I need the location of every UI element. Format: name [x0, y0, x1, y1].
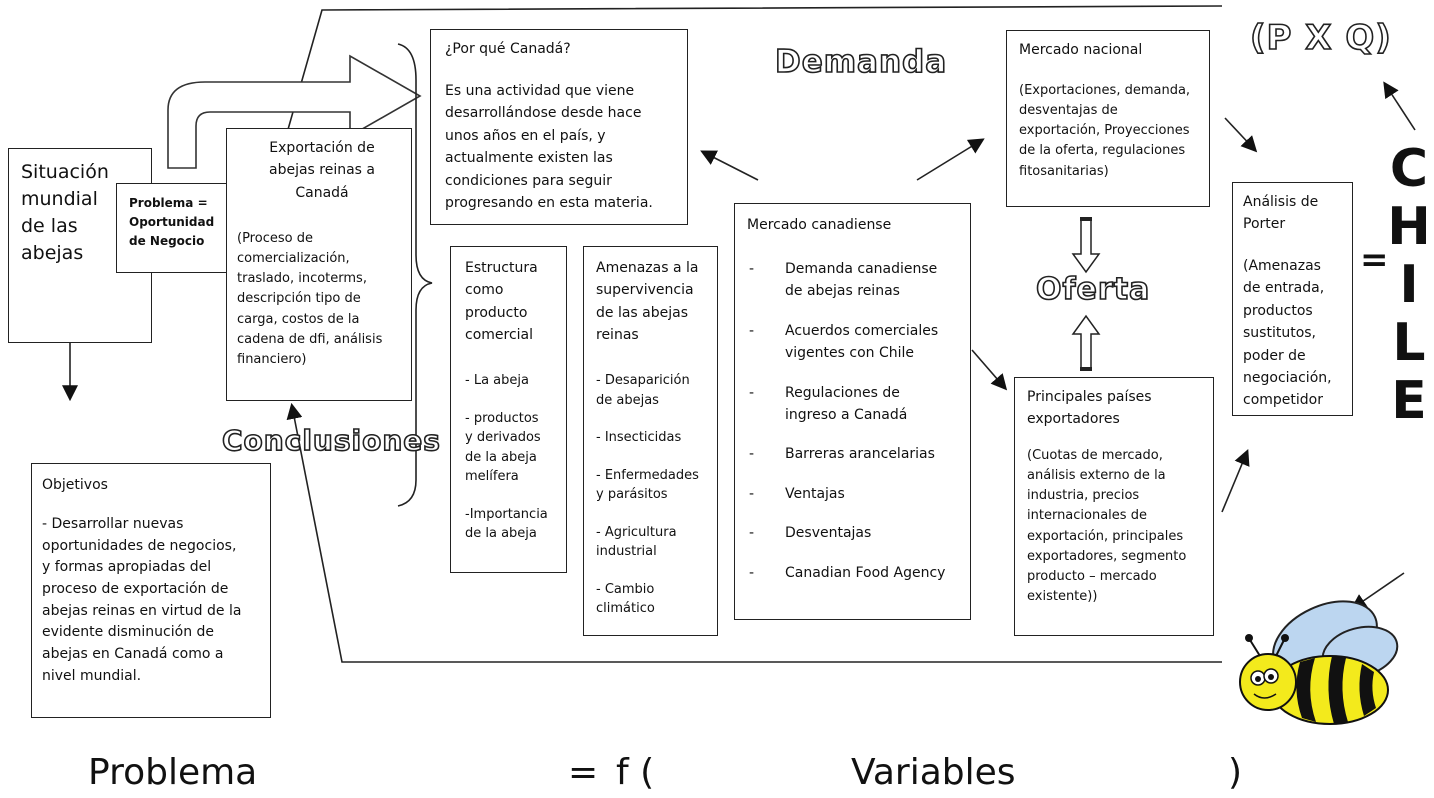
- chile-letter: H: [1387, 197, 1431, 257]
- estructura-title: Estructura como producto comercial: [465, 260, 538, 344]
- formula-equals: =: [568, 752, 599, 793]
- list-item: - Desaparición de abejas: [596, 373, 690, 408]
- equals-sign: =: [1360, 240, 1389, 280]
- left-brace: [397, 43, 433, 507]
- list-item: -Ventajas: [749, 485, 845, 502]
- principales-title: Principales países exportadores: [1027, 389, 1152, 428]
- porque-title: ¿Por qué Canadá?: [445, 41, 571, 57]
- list-item: -Regulaciones de ingreso a Canadá: [749, 384, 908, 423]
- mercado-nacional-title: Mercado nacional: [1019, 42, 1143, 58]
- list-item: -Acuerdos comerciales vigentes con Chile: [749, 322, 939, 362]
- arrow-to-pxq: [1383, 81, 1416, 131]
- chile-letter: E: [1391, 371, 1427, 431]
- formula-function: f (: [616, 752, 655, 793]
- chile-letter: I: [1399, 255, 1419, 315]
- amenazas-box: Amenazas a la supervivencia de las abeja…: [583, 246, 718, 636]
- porter-box: Análisis de Porter (Amenazas de entrada,…: [1232, 182, 1353, 416]
- list-item: - Agricultura industrial: [596, 524, 677, 560]
- oferta-up-cap: [1080, 367, 1092, 371]
- pxq-label: (P X Q): [1249, 17, 1392, 59]
- porter-title: Análisis de Porter: [1243, 194, 1319, 233]
- arrow-to-principales: [971, 349, 1008, 391]
- principales-box: Principales países exportadores (Cuotas …: [1014, 377, 1214, 636]
- formula-variables: Variables: [851, 752, 1016, 793]
- mercado-canadiense-title: Mercado canadiense: [747, 217, 892, 233]
- mercado-nacional-box: Mercado nacional (Exportaciones, demanda…: [1006, 30, 1210, 207]
- list-item: - Cambio climático: [596, 581, 655, 617]
- list-item: - productos y derivados de la abeja melí…: [465, 410, 541, 485]
- list-item: - Enfermedades y parásitos: [596, 467, 699, 503]
- arrow-to-bee: [1350, 572, 1405, 610]
- objetivos-title: Objetivos: [42, 477, 108, 493]
- list-item: -Canadian Food Agency: [749, 564, 946, 581]
- chile-letter: C: [1389, 139, 1429, 199]
- porter-body: (Amenazas de entrada, productos sustitut…: [1243, 258, 1332, 409]
- oferta-down-arrow: [1071, 219, 1101, 274]
- problema-box: Problema = Oportunidad de Negocio: [116, 183, 228, 273]
- oferta-down-cap: [1080, 217, 1092, 221]
- list-item: -Importancia de la abeja: [465, 506, 548, 542]
- big-curved-arrow: [167, 54, 422, 169]
- bee-illustration: [1239, 600, 1399, 725]
- problema-text: Problema = Oportunidad de Negocio: [129, 196, 215, 249]
- list-item: -Barreras arancelarias: [749, 446, 935, 463]
- mercado-canadiense-box: Mercado canadiense -Demanda canadiense d…: [734, 203, 971, 620]
- mercado-canadiense-list: -Demanda canadiense de abejas reinas -Ac…: [749, 258, 969, 601]
- arrow-to-porter-top: [1224, 117, 1258, 153]
- objetivos-box: Objetivos - Desarrollar nuevas oportunid…: [31, 463, 271, 718]
- arrow-to-porque: [700, 150, 759, 181]
- arrow-to-porter-bottom: [1221, 449, 1250, 513]
- estructura-items: - La abeja - productos y derivados de la…: [465, 371, 548, 562]
- mercado-nacional-body: (Exportaciones, demanda, desventajas de …: [1019, 83, 1191, 179]
- situacion-text: Situación mundial de las abejas: [21, 161, 109, 264]
- chile-vertical: C H I L E: [1385, 140, 1433, 430]
- principales-body: (Cuotas de mercado, análisis externo de …: [1027, 448, 1187, 604]
- oferta-up-arrow: [1071, 314, 1101, 369]
- chile-letter: L: [1392, 313, 1426, 373]
- conclusiones-label: Conclusiones: [221, 423, 441, 458]
- oferta-label: Oferta: [1035, 271, 1151, 308]
- amenazas-title: Amenazas a la supervivencia de las abeja…: [596, 260, 699, 344]
- formula-close: ): [1228, 752, 1243, 793]
- list-item: -Desventajas: [749, 525, 872, 542]
- exportacion-box: Exportación de abejas reinas a Canadá (P…: [226, 128, 412, 401]
- amenazas-items: - Desaparición de abejas - Insecticidas …: [596, 371, 699, 637]
- exportacion-body: (Proceso de comercialización, traslado, …: [237, 231, 383, 367]
- list-item: -Demanda canadiense de abejas reinas: [749, 261, 938, 300]
- objetivos-body: - Desarrollar nuevas oportunidades de ne…: [42, 516, 242, 684]
- list-item: - La abeja: [465, 373, 529, 388]
- demanda-label: Demanda: [774, 43, 948, 81]
- porque-body: Es una actividad que viene desarrollándo…: [445, 83, 653, 211]
- formula-problema: Problema: [88, 752, 258, 793]
- return-loop-line: [286, 402, 1222, 663]
- list-item: - Insecticidas: [596, 430, 682, 445]
- estructura-box: Estructura como producto comercial - La …: [450, 246, 567, 573]
- arrow-to-nacional: [916, 138, 985, 181]
- exportacion-title: Exportación de abejas reinas a Canadá: [268, 140, 376, 201]
- porque-box: ¿Por qué Canadá? Es una actividad que vi…: [430, 29, 688, 225]
